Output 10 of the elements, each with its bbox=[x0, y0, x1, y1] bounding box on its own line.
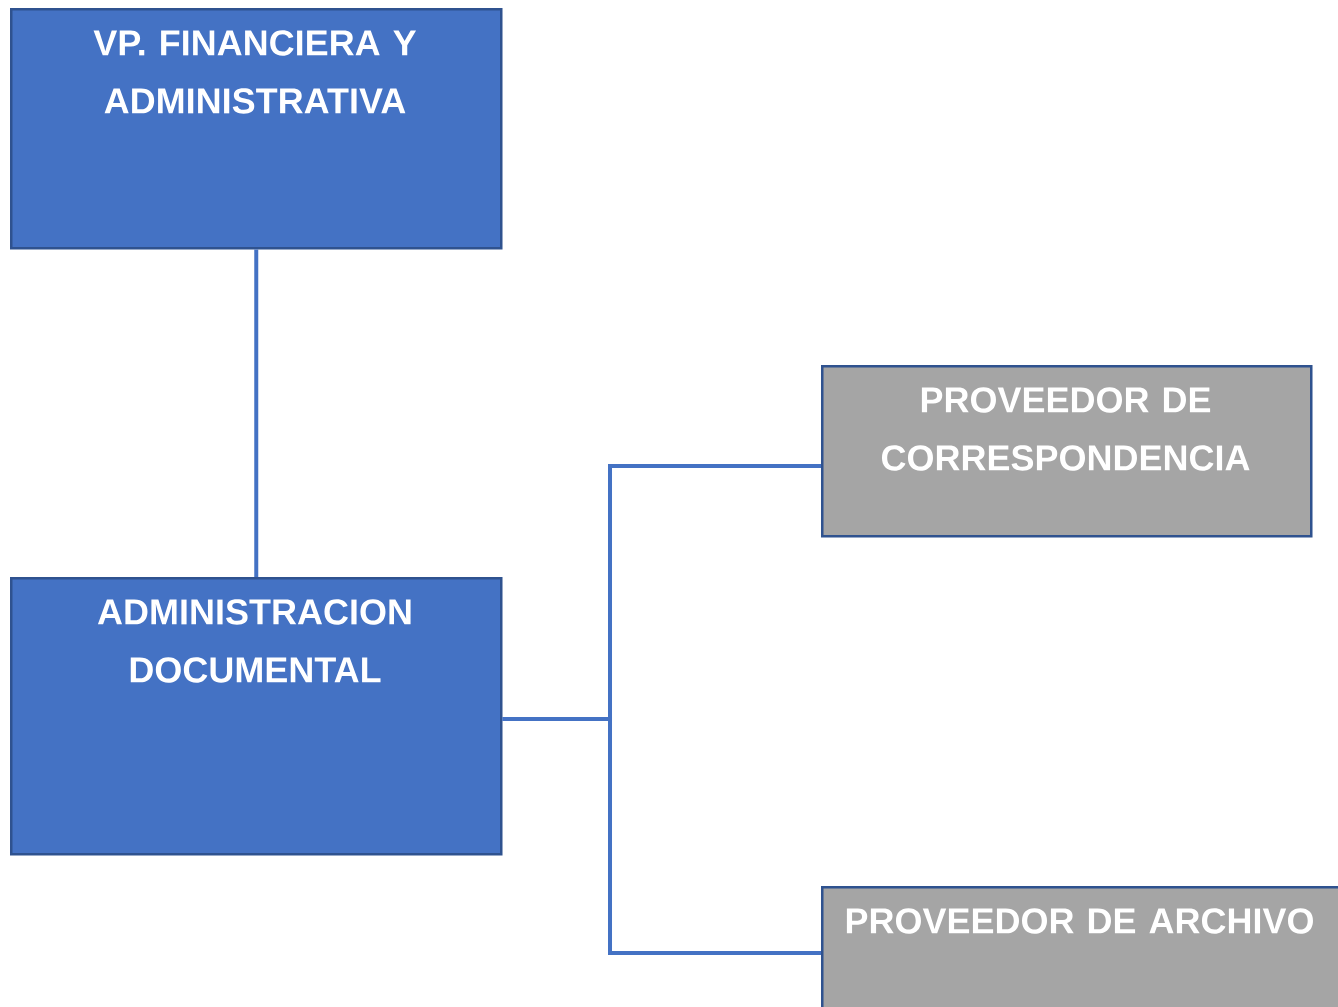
unit-box bbox=[10, 577, 503, 856]
provider-box bbox=[821, 886, 1338, 1007]
box-label: PROVEEDOR DE CORRESPONDENCIA bbox=[881, 387, 1250, 471]
box-label: PROVEEDOR DE ARCHIVO bbox=[846, 908, 1313, 934]
connector-line bbox=[502, 717, 821, 955]
connector-line bbox=[254, 249, 259, 577]
box-label: VP. FINANCIERA Y ADMINISTRATIVA bbox=[93, 30, 417, 114]
provider-box bbox=[821, 365, 1313, 538]
box-label: ADMINISTRACION DOCUMENTAL bbox=[97, 599, 411, 683]
unit-box bbox=[10, 8, 503, 250]
